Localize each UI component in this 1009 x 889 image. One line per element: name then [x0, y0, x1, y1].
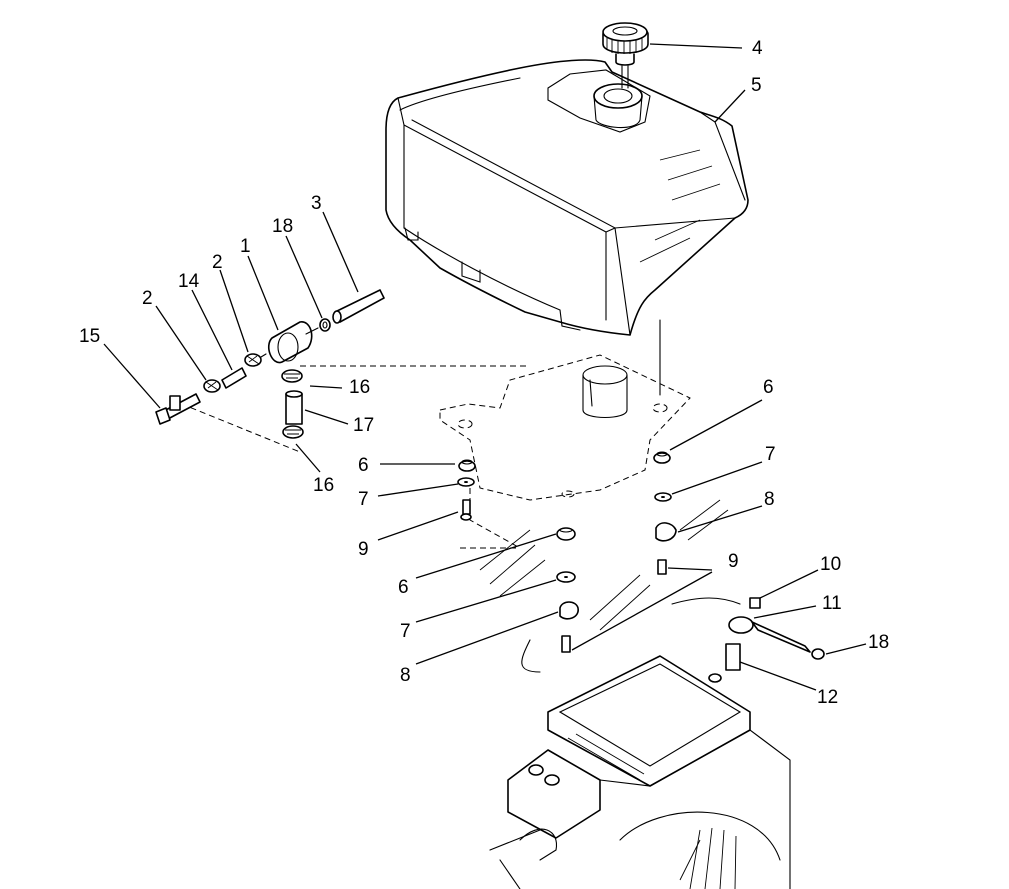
callout-8: 8 [400, 665, 411, 686]
leader-lines [103, 43, 867, 691]
callout-7: 7 [765, 444, 776, 465]
fuel-cap [602, 22, 649, 89]
callout-17: 17 [353, 415, 374, 436]
fuel-tank [385, 59, 749, 396]
fuel-line-assembly [155, 289, 385, 439]
engine [489, 655, 791, 889]
callout-1: 1 [240, 236, 251, 257]
fuel-shutoff-assembly [671, 597, 825, 683]
callout-7: 7 [358, 489, 369, 510]
callout-10: 10 [820, 554, 841, 575]
callout-4: 4 [752, 38, 763, 59]
callout-6: 6 [358, 455, 369, 476]
callout-7: 7 [400, 621, 411, 642]
callout-9: 9 [728, 551, 739, 572]
callout-18: 18 [868, 632, 889, 653]
callout-2: 2 [142, 288, 153, 309]
callout-12: 12 [817, 687, 838, 708]
callout-11: 11 [822, 593, 842, 614]
mounting-hardware [457, 451, 729, 673]
callout-18: 18 [272, 216, 293, 237]
callout-14: 14 [178, 271, 200, 292]
callout-8: 8 [764, 489, 775, 510]
callout-6: 6 [398, 577, 409, 598]
callout-2: 2 [212, 252, 223, 273]
callout-9: 9 [358, 539, 369, 560]
callout-16: 16 [313, 475, 334, 496]
callout-15: 15 [79, 326, 100, 347]
mounting-plate [171, 354, 691, 549]
callout-16: 16 [349, 377, 370, 398]
callout-5: 5 [751, 75, 762, 96]
callout-6: 6 [763, 377, 774, 398]
callout-3: 3 [311, 193, 322, 214]
callout-labels: 1 2 2 3 4 5 6 6 6 7 7 7 8 8 9 9 10 11 12… [79, 38, 889, 708]
